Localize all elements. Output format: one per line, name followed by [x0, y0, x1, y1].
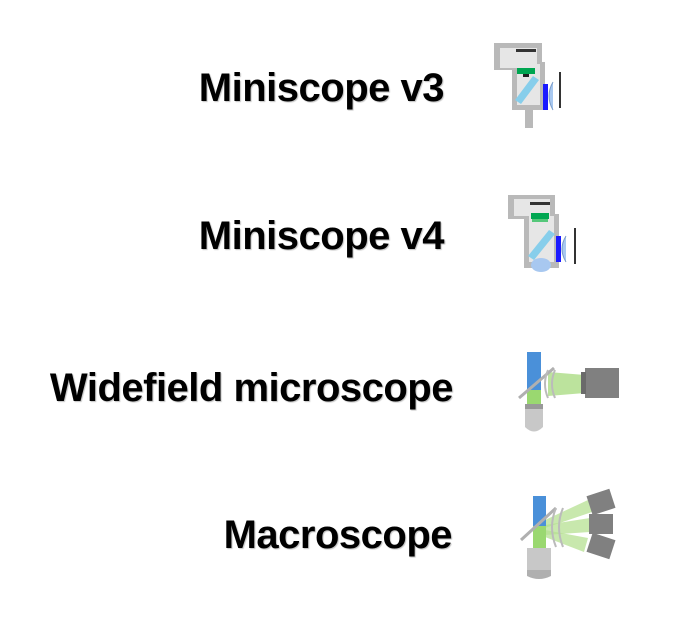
label-miniscope-v4: Miniscope v4	[198, 214, 445, 258]
label-widefield-microscope: Widefield microscope	[49, 366, 454, 410]
miniscope-v3-icon	[494, 43, 561, 128]
label-miniscope-v3: Miniscope v3	[198, 66, 445, 110]
miniscope-v4-icon	[508, 195, 576, 272]
macroscope-icon	[519, 488, 616, 579]
widefield-microscope-icon	[518, 352, 619, 432]
label-macroscope: Macroscope	[223, 513, 453, 557]
